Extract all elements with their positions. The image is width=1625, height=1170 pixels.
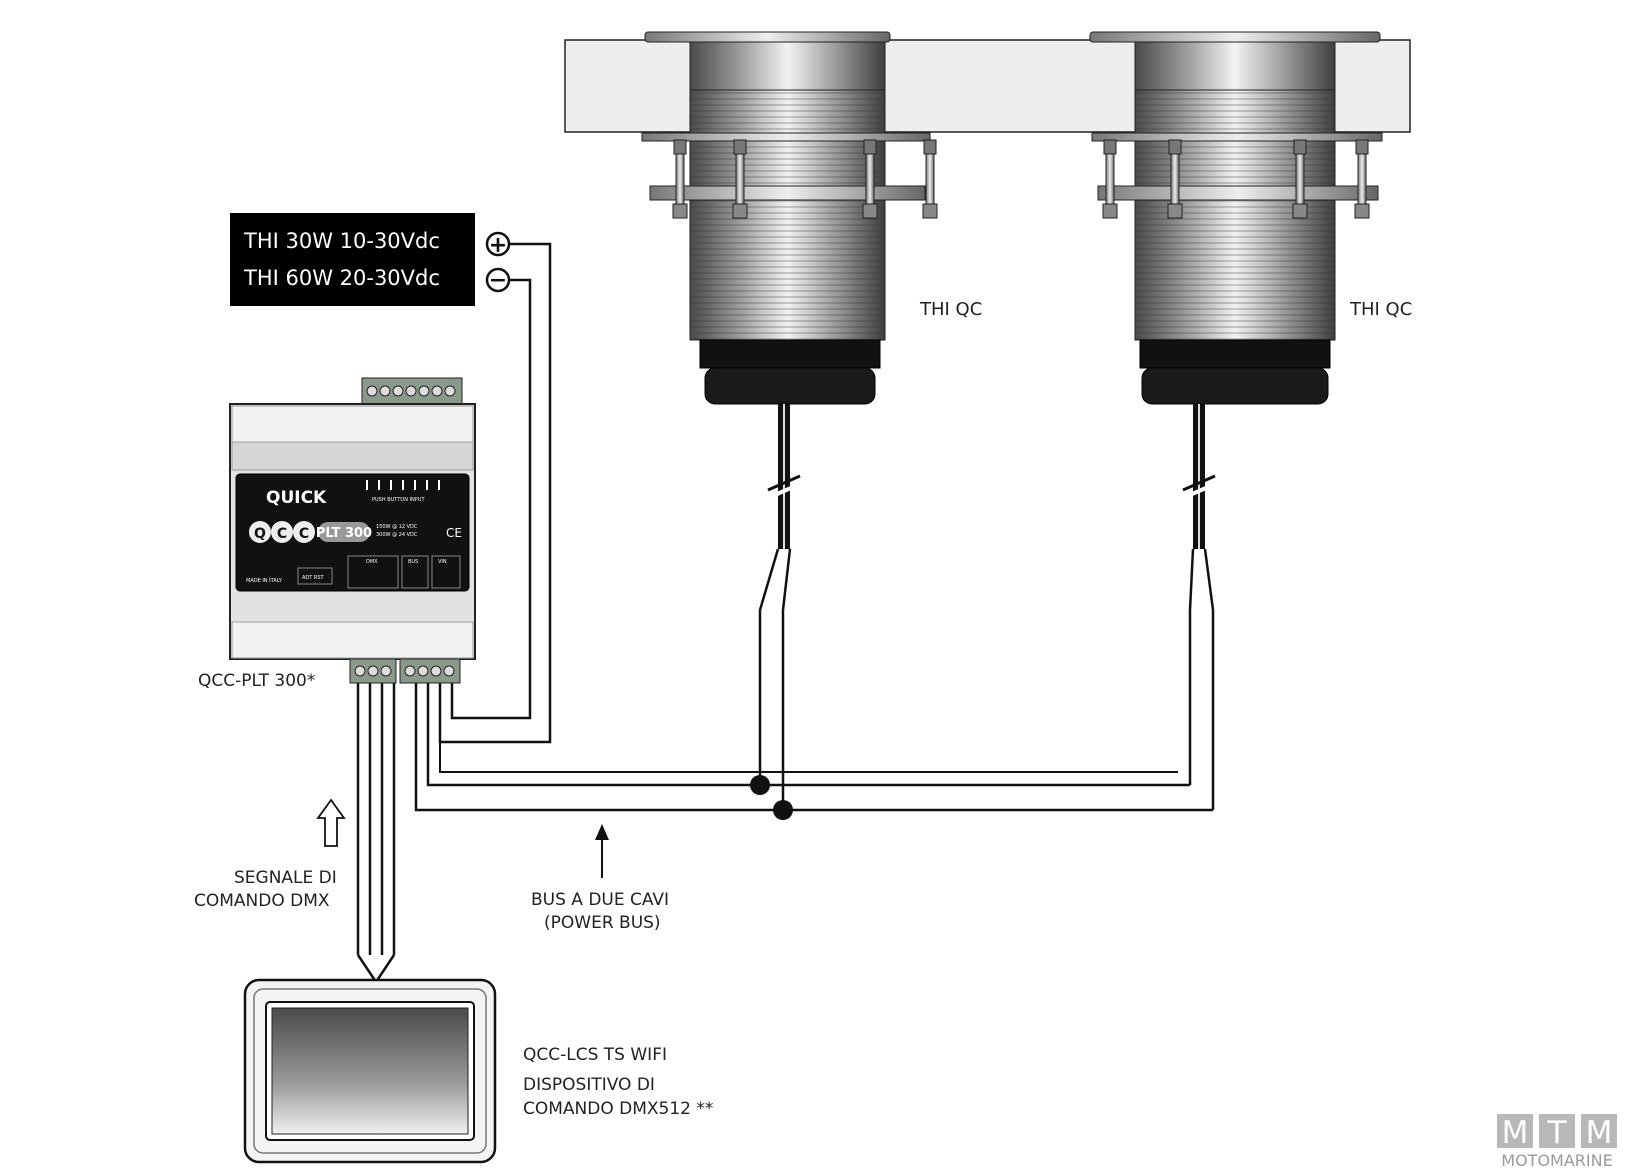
light-label-1: THI QC xyxy=(919,299,982,320)
bus-arrow-icon xyxy=(595,824,609,878)
underwater-light-1 xyxy=(641,31,938,549)
positive-terminal-icon xyxy=(485,231,511,257)
svg-text:C: C xyxy=(299,526,309,542)
qcc-logo: Q C C xyxy=(249,521,315,543)
bus-label-line-1: BUS A DUE CAVI xyxy=(531,890,669,910)
bus-port-label: BUS xyxy=(408,559,418,565)
svg-text:M: M xyxy=(1502,1115,1529,1151)
power-spec-60w: THI 60W 20-30Vdc xyxy=(243,266,440,290)
motomarine-watermark-logo: M T M MOTOMARINE xyxy=(1497,1114,1617,1170)
controller-module: QUICK Q C C PLT 300 150W @ 12 VDC 300W @… xyxy=(229,377,476,684)
svg-text:M: M xyxy=(1586,1115,1613,1151)
spec-line-1: 150W @ 12 VDC xyxy=(376,524,418,530)
bus-junction-2 xyxy=(773,800,793,820)
dmx-signal-arrow-icon xyxy=(316,798,346,847)
bus-junction-1 xyxy=(750,775,770,795)
negative-terminal-icon xyxy=(485,267,511,293)
dmx-cable xyxy=(356,680,396,985)
svg-text:MOTOMARINE: MOTOMARINE xyxy=(1501,1151,1612,1170)
push-button-label: PUSH BUTTON INPUT xyxy=(372,497,425,503)
spec-line-2: 300W @ 24 VDC xyxy=(376,532,418,538)
model-name: PLT 300 xyxy=(316,526,372,541)
device-label-line-1: QCC-LCS TS WIFI xyxy=(523,1045,667,1065)
brand-name: QUICK xyxy=(266,488,327,508)
power-supply: THI 30W 10-30Vdc THI 60W 20-30Vdc + − xyxy=(230,213,511,306)
device-screen xyxy=(271,1007,469,1135)
power-spec-30w: THI 30W 10-30Vdc xyxy=(243,229,440,253)
svg-text:C: C xyxy=(277,526,287,542)
signal-label-line-2: COMANDO DMX xyxy=(194,891,330,911)
svg-text:Q: Q xyxy=(254,526,266,542)
dmx-port-label: DMX xyxy=(366,559,378,565)
controller-label: QCC-PLT 300* xyxy=(198,671,315,691)
made-in-label: MADE IN ITALY xyxy=(246,578,283,584)
light-label-2: THI QC xyxy=(1349,299,1412,320)
bus-label-line-2: (POWER BUS) xyxy=(544,913,661,933)
device-label-line-3: COMANDO DMX512 ** xyxy=(523,1099,713,1119)
touch-screen-device xyxy=(243,978,497,1164)
ce-mark: CE xyxy=(446,526,462,540)
signal-label-line-1: SEGNALE DI xyxy=(234,868,337,888)
svg-text:T: T xyxy=(1547,1115,1568,1151)
vin-port-label: VIN xyxy=(438,559,447,565)
minus-symbol: − xyxy=(489,268,507,293)
device-label-line-2: DISPOSITIVO DI xyxy=(523,1075,655,1095)
wiring xyxy=(414,242,1215,812)
plus-symbol: + xyxy=(489,233,507,258)
address-reset-label: ADT RST xyxy=(302,575,325,581)
underwater-light-2 xyxy=(1089,31,1383,549)
